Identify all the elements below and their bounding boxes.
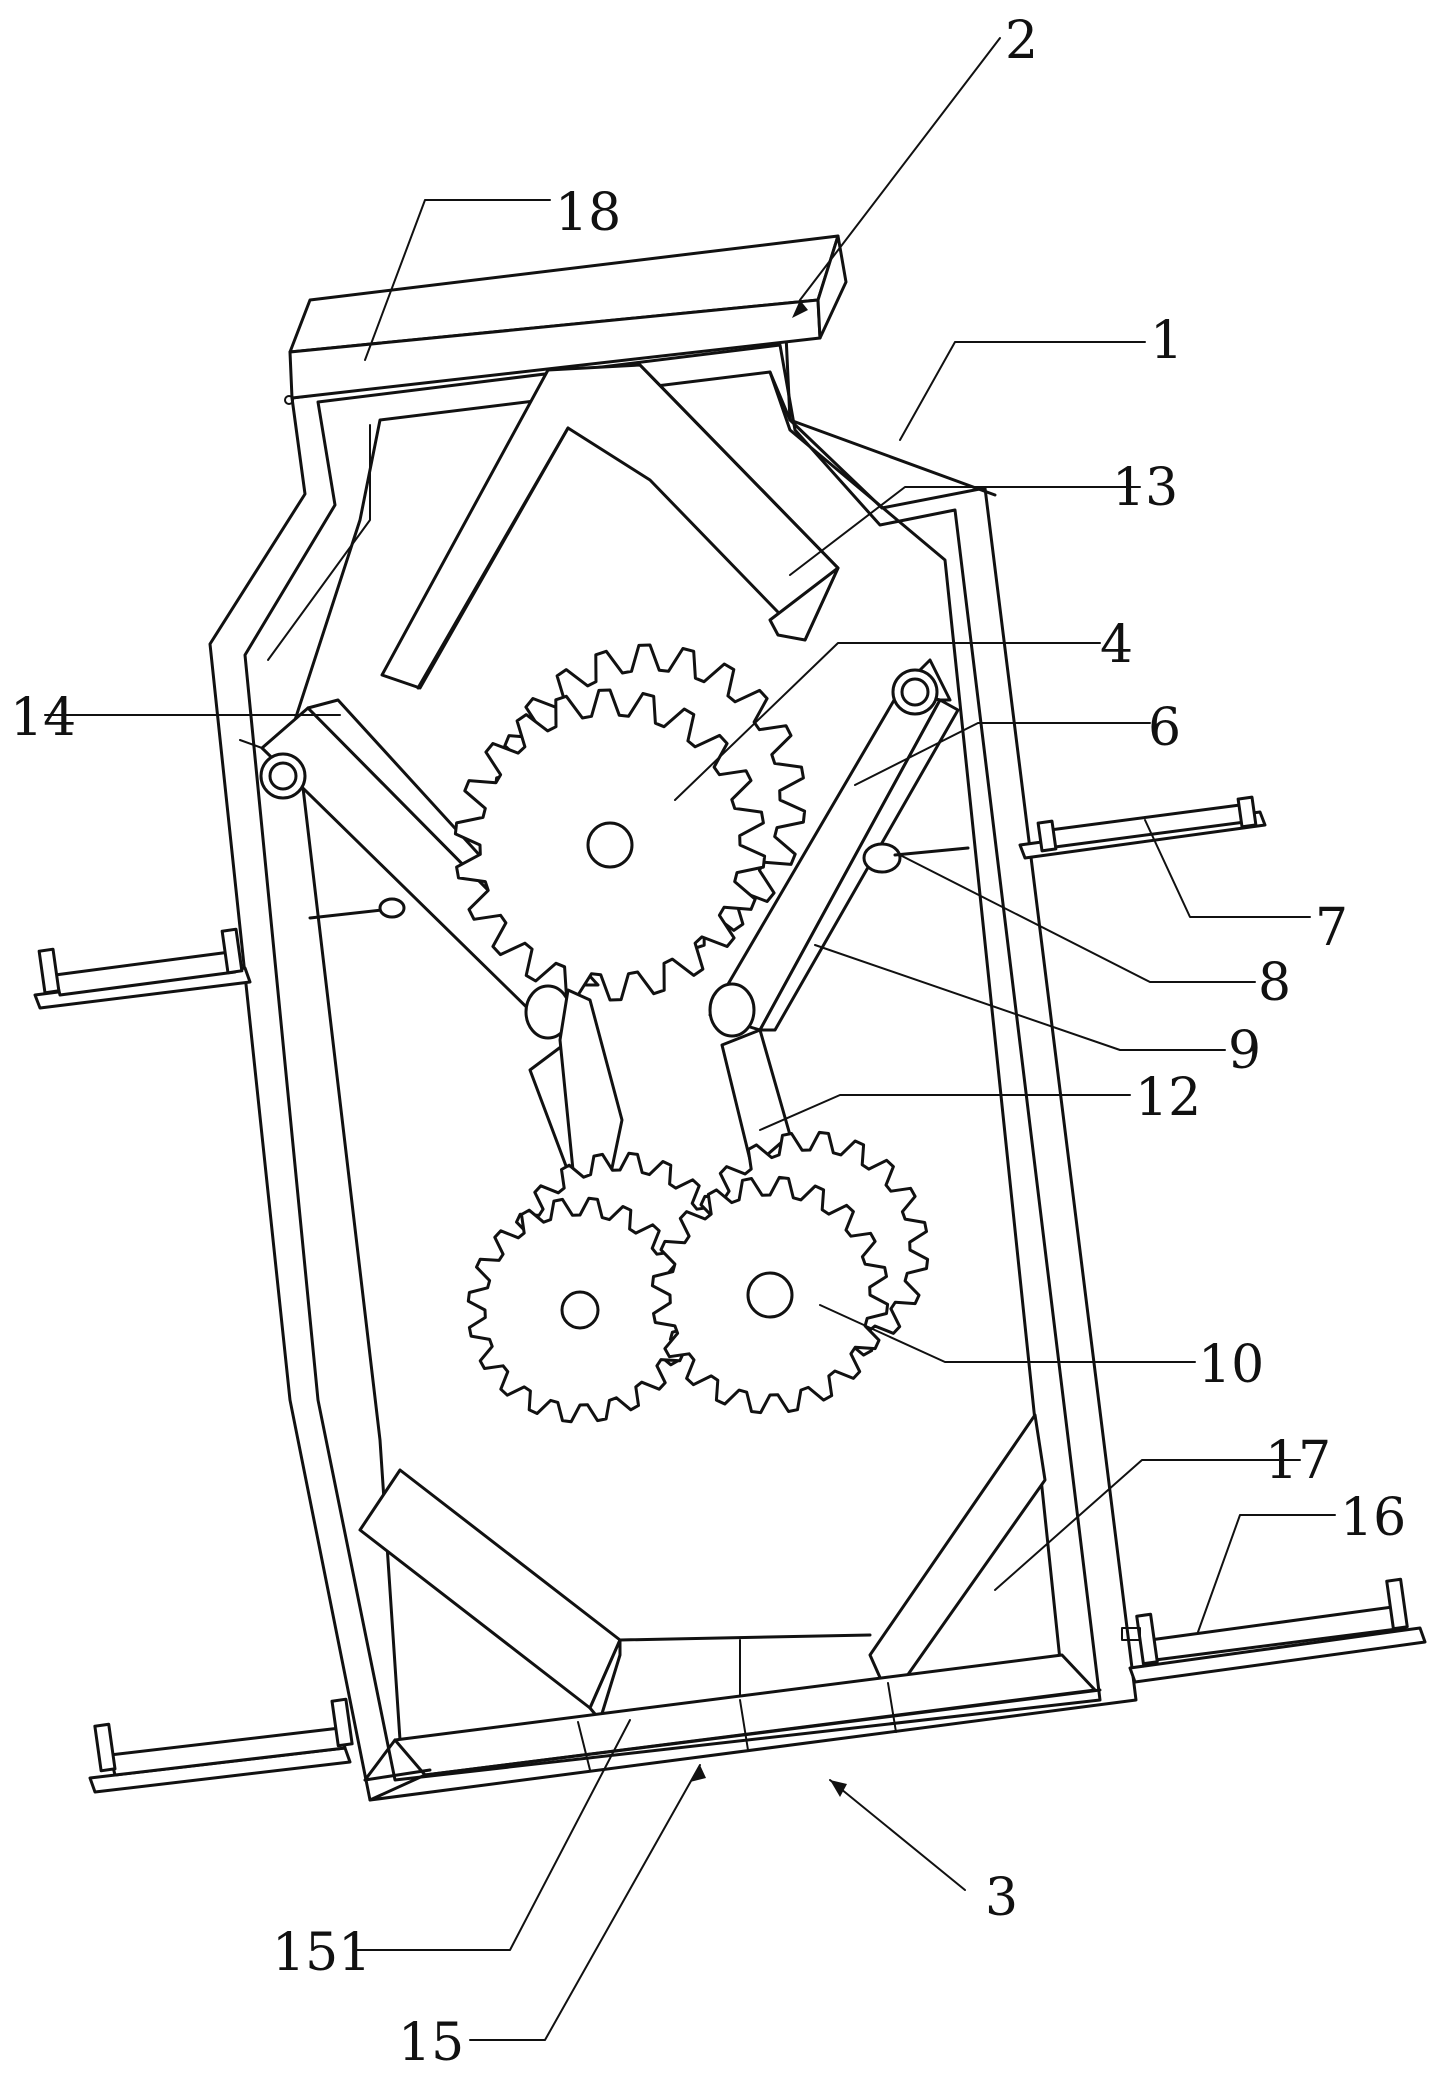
label-16: 16 xyxy=(1340,1488,1406,1548)
label-4: 4 xyxy=(1100,615,1133,675)
label-10: 10 xyxy=(1198,1335,1264,1395)
label-18: 18 xyxy=(555,183,621,243)
bracket-left-middle xyxy=(33,927,252,1010)
bracket-right-bottom xyxy=(1121,1577,1427,1684)
label-8: 8 xyxy=(1258,953,1291,1013)
top-cover xyxy=(284,234,848,405)
label-2: 2 xyxy=(1005,11,1038,71)
leader-lines xyxy=(44,37,1336,2041)
label-151: 151 xyxy=(272,1923,371,1983)
label-14: 14 xyxy=(10,688,76,748)
label-12: 12 xyxy=(1135,1068,1201,1128)
crusher-gears-10 xyxy=(466,1130,930,1424)
label-3: 3 xyxy=(985,1868,1018,1928)
deflector-13 xyxy=(380,363,840,690)
bracket-right-top xyxy=(1018,795,1267,860)
crusher-gear-4 xyxy=(453,643,807,1002)
label-9: 9 xyxy=(1228,1021,1261,1081)
bottom-plate-15 xyxy=(363,1653,1102,1802)
label-7: 7 xyxy=(1315,898,1348,958)
swing-plate-6 xyxy=(708,658,970,1038)
bracket-left-bottom xyxy=(88,1697,354,1794)
label-1: 1 xyxy=(1150,311,1183,371)
bottom-hopper-17 xyxy=(358,1413,1047,1722)
reference-numerals: 18 2 1 13 4 6 7 8 9 12 10 17 16 14 151 1… xyxy=(10,11,1406,2073)
label-13: 13 xyxy=(1112,458,1178,518)
label-15: 15 xyxy=(398,2013,464,2073)
label-17: 17 xyxy=(1265,1431,1331,1491)
label-6: 6 xyxy=(1148,698,1181,758)
